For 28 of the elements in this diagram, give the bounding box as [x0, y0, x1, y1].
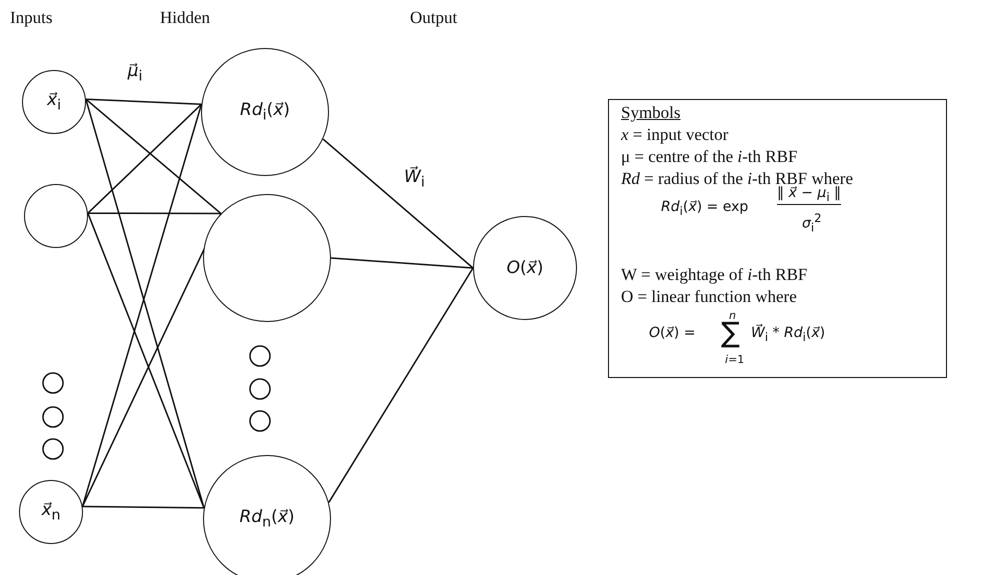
connection-line: [87, 104, 202, 214]
formula-text: ‖ x⃗ − μ$_{i}$ ‖: [777, 186, 842, 205]
node-label: O(x⃗): [506, 258, 544, 278]
formula-text: W⃗$_{i}$ *Rd$_{i}$(x⃗): [751, 326, 826, 344]
connection-line: [88, 212, 221, 214]
node-label: x⃗$_{n}$: [41, 500, 61, 524]
connection-line: [328, 268, 474, 503]
definition-text: O = linear function where: [621, 288, 797, 307]
formula-text: O(x⃗) =: [649, 326, 696, 342]
node-label: x⃗$_{i}$: [47, 90, 61, 114]
column-heading: Output: [410, 8, 458, 28]
definition-text: W = weightage of i-th RBF: [621, 266, 808, 285]
connection-line: [322, 138, 474, 269]
formula-text: Rd$_{i}$(x⃗) = exp: [661, 200, 748, 218]
symbols-panel: [608, 99, 947, 378]
column-heading: Inputs: [10, 8, 52, 28]
definition-text: x = input vector: [621, 126, 728, 145]
connection-line: [86, 98, 202, 105]
connection-line: [82, 506, 204, 509]
column-heading: Hidden: [160, 8, 210, 28]
node-label: Rd$_{i}$(x⃗): [240, 100, 290, 124]
connection-line: [87, 212, 205, 508]
formula-text: i=1: [725, 354, 744, 366]
connection-line: [330, 257, 474, 269]
panel-heading: Symbols: [621, 104, 681, 123]
connection-line: [85, 98, 222, 214]
node-label: Rd$_{n}$(x⃗): [240, 507, 294, 531]
definition-text: μ = centre of the i-th RBF: [621, 148, 798, 167]
